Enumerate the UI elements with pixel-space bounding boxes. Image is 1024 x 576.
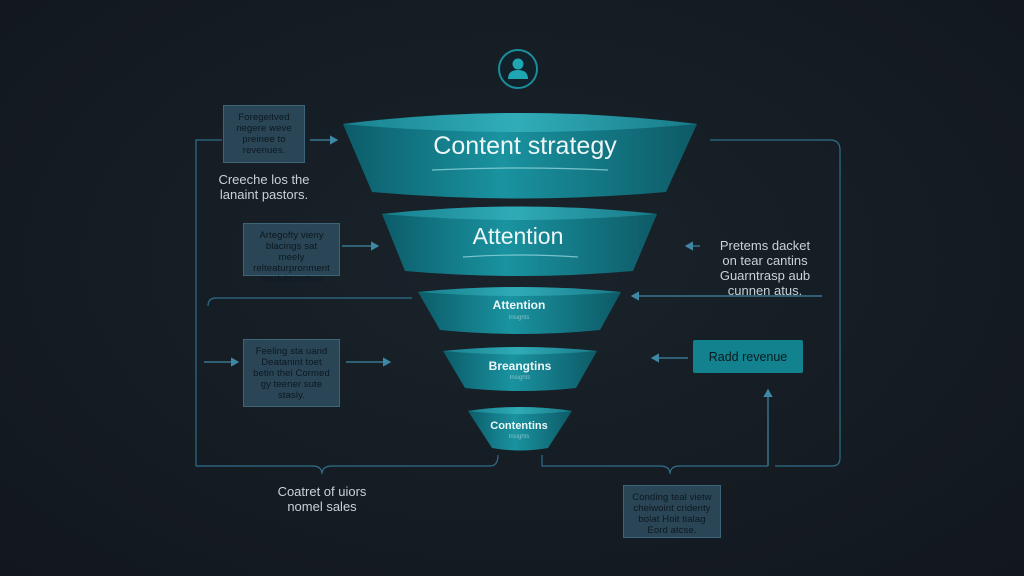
- funnel-stage-4-subtitle: Insights: [509, 375, 531, 381]
- funnel-stage-1-shape: [343, 113, 697, 199]
- note-bottom-right: Conding teal vietw cheiwoint cridenty bo…: [623, 485, 721, 538]
- add-revenue-button[interactable]: Radd revenue: [693, 340, 803, 373]
- caption-right: Pretems dacket on tear cantins Guarntras…: [719, 238, 811, 298]
- funnel-stage-4-shape: [443, 347, 597, 391]
- funnel-stage-5-subtitle: Insights: [508, 434, 530, 440]
- funnel-stage-3-subtitle: Insights: [508, 315, 530, 321]
- caption-left: Creeche los the lanaint pastors.: [218, 172, 310, 202]
- funnel-stage-2-title: Attention: [472, 223, 564, 249]
- funnel-stage-5-title: Contentins: [490, 420, 548, 432]
- funnel-stage-4-title: Breangtins: [488, 359, 552, 373]
- user-icon: [498, 49, 538, 89]
- note-top-left: Foregeitved negere weve preinee to reven…: [223, 105, 305, 163]
- funnel-stage-3-title: Attention: [492, 298, 546, 312]
- note-mid-left: Artegofty vieny blacings sat meely relte…: [243, 223, 340, 285]
- caption-bottom: Coatret of uiors nomel sales: [277, 484, 367, 514]
- funnel-stage-5-shape: [468, 407, 572, 451]
- funnel-stage-1-title: Content strategy: [433, 132, 617, 160]
- note-low-left: Feeling sta uand Deatanint toet betin th…: [243, 339, 340, 407]
- funnel-stage-3-shape: [418, 287, 621, 334]
- funnel-stage-2-shape: [382, 206, 657, 276]
